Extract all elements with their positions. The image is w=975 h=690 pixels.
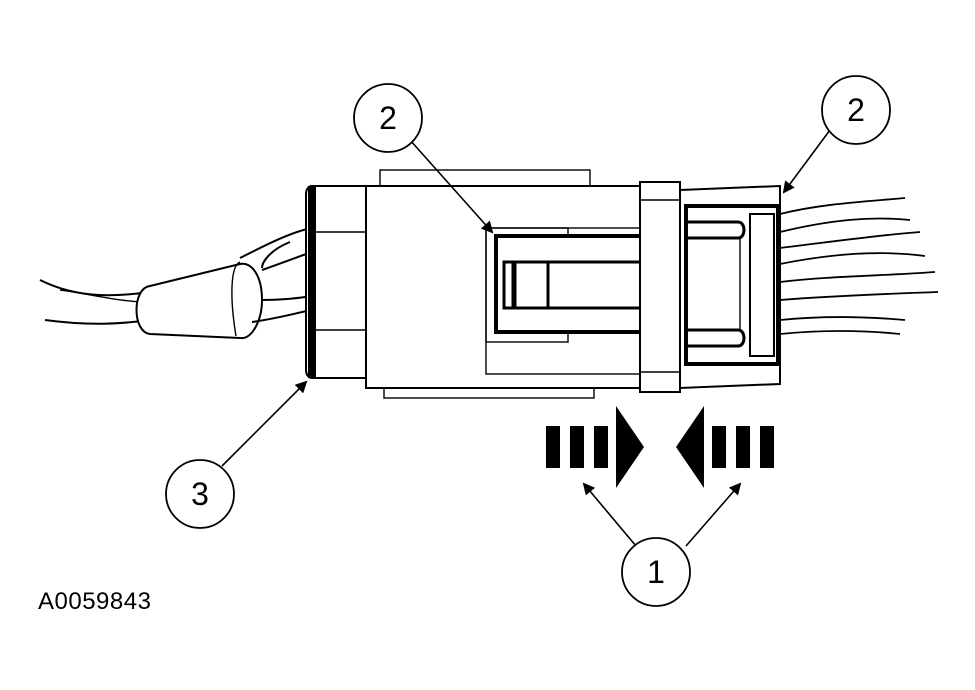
callout-1: 1 <box>621 537 691 607</box>
leader-lines <box>221 129 831 547</box>
connector-collar <box>639 181 681 393</box>
leader-2-right <box>782 129 831 194</box>
left-wire-harness <box>39 227 313 340</box>
callout-2-left-label: 2 <box>379 100 397 136</box>
leader-3 <box>221 380 308 467</box>
callout-1-label: 1 <box>647 554 665 590</box>
connector-locking-tab <box>494 234 648 334</box>
connector-end-cap <box>305 185 367 379</box>
callout-3-label: 3 <box>191 476 209 512</box>
figure-id: A0059843 <box>38 588 152 615</box>
callout-2-right-label: 2 <box>847 92 865 128</box>
leader-1-right <box>685 482 742 547</box>
push-arrow-right <box>676 406 774 488</box>
callout-2-right: 2 <box>821 75 891 145</box>
callout-3: 3 <box>165 459 235 529</box>
push-arrow-left <box>546 406 644 488</box>
leader-1-left <box>582 482 637 547</box>
connector-right-half <box>679 184 781 390</box>
right-wire-harness <box>779 197 939 335</box>
leader-2-left <box>409 139 494 234</box>
callout-2-left: 2 <box>353 83 423 153</box>
